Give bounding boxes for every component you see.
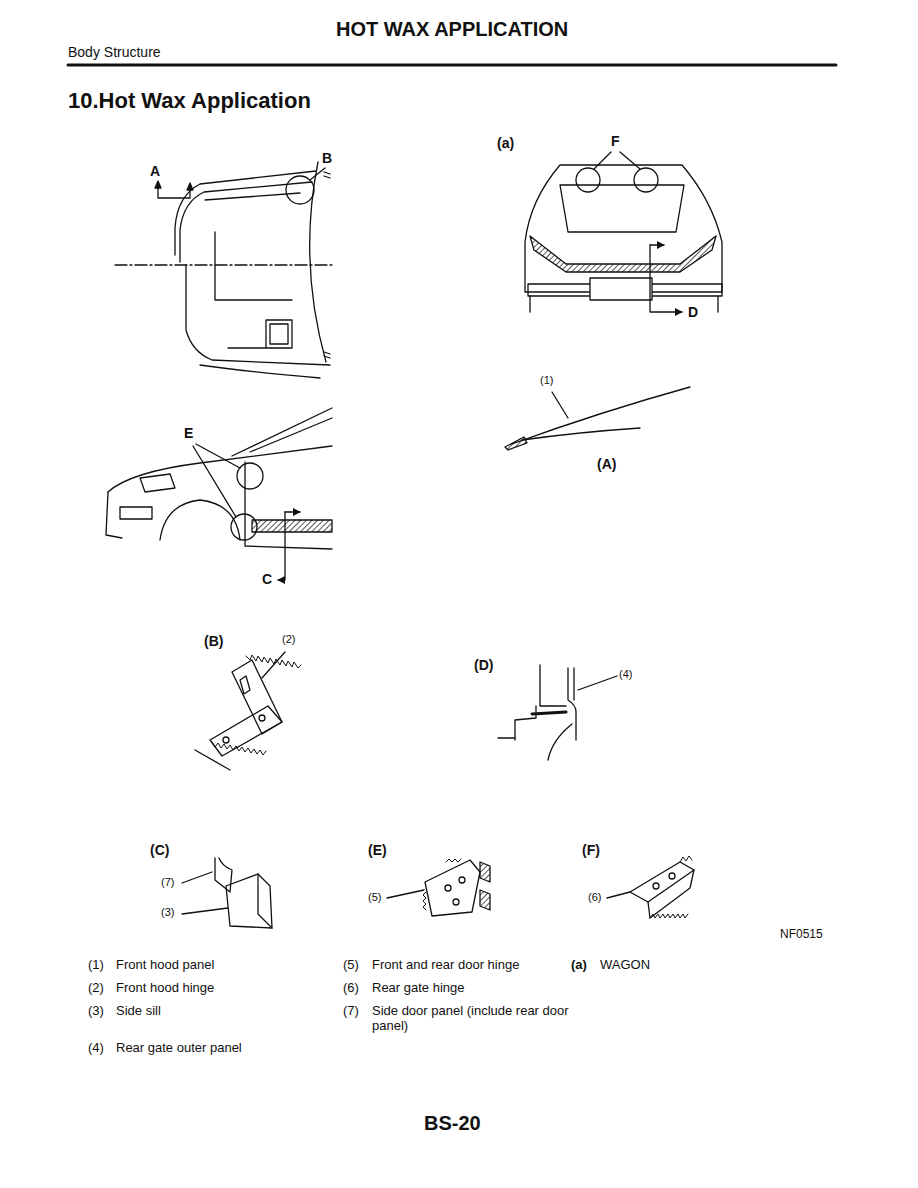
detail-label: (D): [474, 657, 493, 673]
page-title: 10.Hot Wax Application: [68, 88, 311, 113]
callout-number: (5): [343, 958, 359, 973]
detail-label: (B): [204, 633, 223, 649]
section-letter: E: [184, 425, 193, 441]
callout-number: (7): [161, 876, 174, 889]
part-name: Rear gate hinge: [372, 981, 465, 996]
callout-number: (1): [540, 374, 553, 387]
detail-label: (C): [150, 842, 169, 858]
variant-label: (a): [571, 958, 587, 973]
section-letter: C: [262, 571, 272, 587]
callout-number: (3): [88, 1004, 104, 1019]
section-letter: A: [150, 163, 160, 179]
part-name: Front and rear door hinge: [372, 958, 519, 973]
callout-number: (2): [88, 981, 104, 996]
part-name: Front hood panel: [116, 958, 214, 973]
section-letter: B: [322, 150, 332, 166]
callout-number: (2): [282, 633, 295, 646]
figure-code: NF0515: [780, 928, 823, 942]
part-name: Side door panel (include rear door panel…: [372, 1004, 582, 1034]
variant-name: WAGON: [600, 958, 650, 973]
variant-label: (a): [497, 135, 514, 151]
callout-number: (3): [161, 906, 174, 919]
page-number: BS-20: [424, 1112, 481, 1135]
callout-number: (5): [368, 891, 381, 904]
part-name: Front hood hinge: [116, 981, 214, 996]
callout-number: (6): [588, 891, 601, 904]
part-name: Rear gate outer panel: [116, 1041, 242, 1056]
callout-number: (4): [619, 668, 632, 681]
detail-label: (E): [368, 842, 387, 858]
running-header: HOT WAX APPLICATION: [336, 18, 568, 41]
detail-label: (A): [597, 456, 616, 472]
section-name: Body Structure: [68, 44, 161, 60]
callout-number: (6): [343, 981, 359, 996]
callout-number: (4): [88, 1041, 104, 1056]
part-name: Side sill: [116, 1004, 161, 1019]
callout-number: (7): [343, 1004, 359, 1019]
detail-label: (F): [582, 842, 600, 858]
section-letter: F: [611, 133, 620, 149]
section-letter: D: [688, 304, 698, 320]
callout-number: (1): [88, 958, 104, 973]
